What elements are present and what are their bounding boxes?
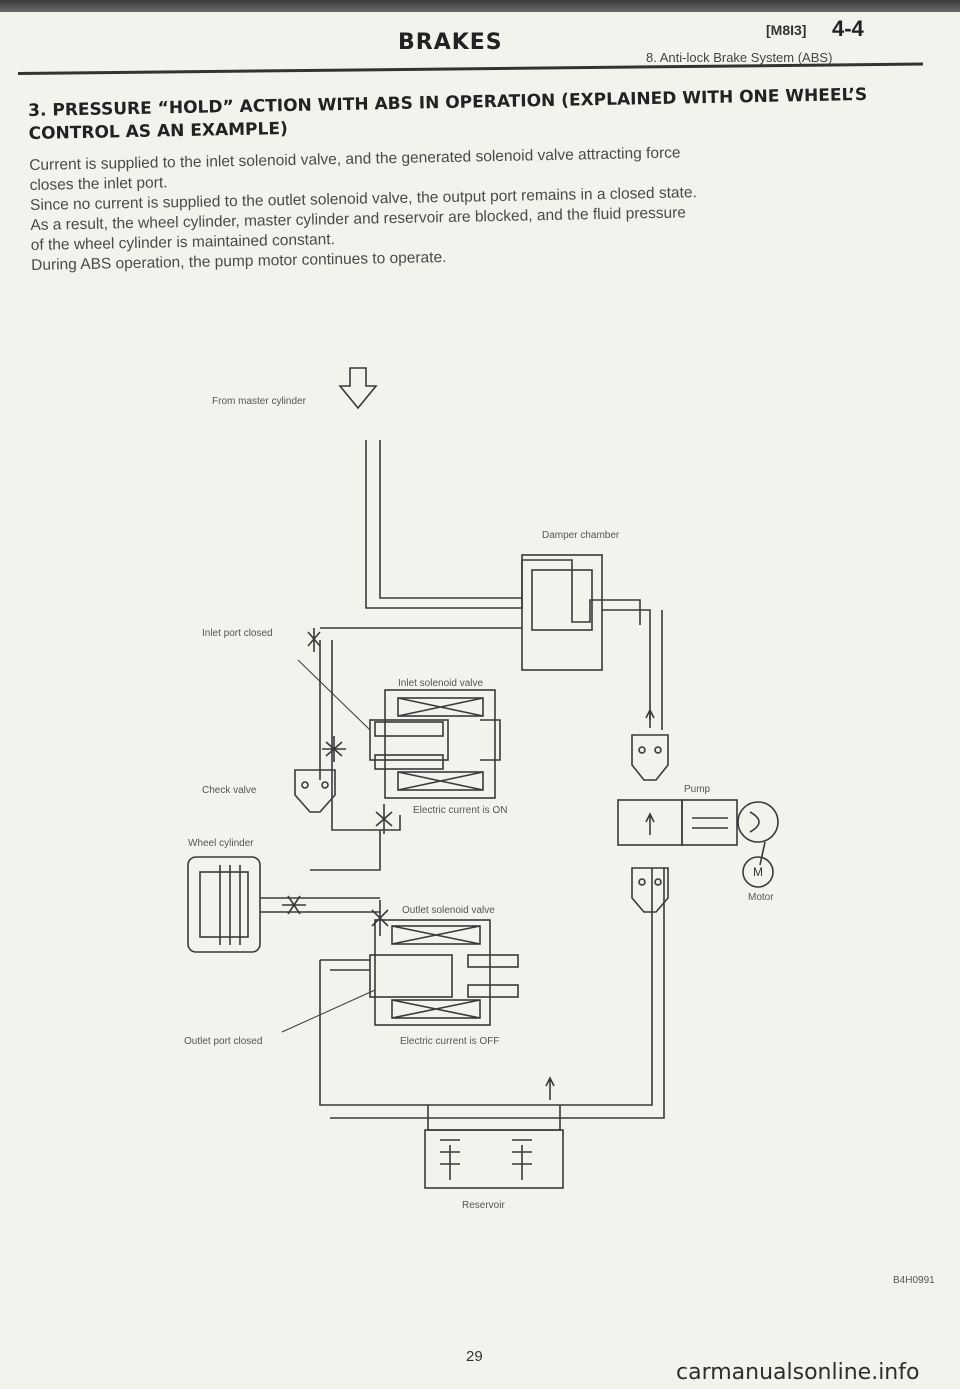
outlet-port-leader — [281, 989, 376, 1033]
header-code: [M8I3] — [766, 22, 807, 38]
pump-valve-ball-2 — [654, 746, 662, 754]
pump-cam-eccentric — [749, 811, 760, 833]
header-title: BRAKES — [398, 30, 503, 55]
wheel-cylinder-pipe — [260, 897, 380, 913]
wheel-cylinder-rods — [219, 865, 241, 945]
scan-top-edge — [0, 0, 960, 12]
label-reservoir: Reservoir — [462, 1200, 505, 1211]
outlet-winding-top — [467, 954, 519, 968]
diagram-drawing — [187, 367, 779, 1189]
reservoir-body — [424, 1129, 564, 1189]
check-valve-ball-right — [321, 781, 329, 789]
wheel-cylinder-body — [187, 856, 261, 953]
damper-chamber — [521, 554, 603, 671]
outlet-coil-bottom — [391, 999, 481, 1019]
label-current-on: Electric current is ON — [413, 805, 508, 816]
figure-code: B4H0991 — [893, 1275, 935, 1286]
pump-outlet-pipe — [602, 609, 663, 730]
label-current-off: Electric current is OFF — [400, 1036, 500, 1047]
pump-check-valve-top — [631, 734, 669, 781]
label-inlet-port-closed: Inlet port closed — [202, 628, 273, 639]
header-subtitle: 8. Anti-lock Brake System (ABS) — [646, 50, 833, 65]
motor-circle — [742, 856, 774, 888]
outlet-port-x-icon — [371, 900, 389, 936]
inlet-armature — [480, 719, 501, 761]
inlet-port-x-icon — [322, 736, 346, 762]
inlet-port-leader — [297, 659, 371, 731]
label-outlet-port-closed: Outlet port closed — [184, 1036, 263, 1047]
check-valve-ball-left — [301, 781, 309, 789]
pump-valve-ball-1 — [638, 746, 646, 754]
header-page-section: 4-4 — [832, 16, 864, 41]
inlet-feed-pipe-inner — [331, 640, 401, 831]
section-title: 3. PRESSURE “HOLD” ACTION WITH ABS IN OP… — [28, 83, 929, 146]
label-wheel-cylinder: Wheel cylinder — [188, 838, 254, 849]
supply-pipe-outer — [365, 440, 641, 625]
outlet-plunger — [369, 954, 453, 998]
pump-up-arrow-icon — [645, 708, 655, 728]
outlet-winding-bottom — [467, 984, 519, 998]
header-rule — [17, 62, 923, 75]
inlet-plunger — [369, 719, 449, 761]
damper-inner — [531, 569, 593, 631]
pump-piston-housing — [681, 799, 738, 846]
inlet-closed-x-icon — [307, 628, 321, 652]
wheel-branch-pipe — [310, 830, 381, 871]
pump-valve-ball-4 — [654, 878, 662, 886]
supply-pipe-inner — [379, 440, 522, 599]
outlet-solenoid-body — [374, 919, 491, 1026]
wheel-cylinder-piston — [199, 871, 249, 938]
pump-check-valve-bottom — [631, 867, 669, 913]
inlet-winding-top — [374, 721, 444, 737]
label-outlet-solenoid-valve: Outlet solenoid valve — [402, 905, 495, 916]
inlet-coil-bottom — [397, 771, 484, 791]
reservoir-spring-coils — [440, 1139, 532, 1165]
pump-flow-arrow-icon — [645, 812, 655, 835]
pump-valve-ball-3 — [638, 878, 646, 886]
label-motor-m: M — [753, 865, 763, 879]
motor-shaft — [759, 841, 766, 866]
pump-piston-lines — [692, 817, 728, 829]
pump-cam — [737, 801, 779, 843]
page-number: 29 — [466, 1348, 483, 1365]
return-pipe-right — [330, 868, 665, 1119]
watermark: carmanualsonline.info — [676, 1360, 920, 1385]
label-inlet-solenoid-valve: Inlet solenoid valve — [398, 678, 484, 689]
outlet-coil-top-cross — [391, 925, 481, 945]
reservoir-springs — [449, 1145, 523, 1180]
label-motor: Motor — [748, 892, 774, 903]
return-pipe-outer — [319, 868, 653, 1106]
inlet-feed-pipe — [319, 627, 522, 780]
check-valve — [294, 769, 336, 813]
label-from-master-cylinder: From master cylinder — [212, 396, 306, 407]
inlet-winding-bottom — [374, 754, 444, 770]
outlet-coil-top — [391, 925, 481, 945]
outlet-coil-bottom-cross — [391, 999, 481, 1019]
label-pump: Pump — [684, 784, 711, 795]
reservoir-flow-arrow-icon — [545, 1076, 555, 1100]
input-arrow-icon — [338, 367, 378, 410]
wheel-pipe-x-icon — [282, 895, 306, 915]
inlet-coil-top — [397, 697, 484, 717]
abs-hydraulic-diagram: From master cylinder Damper chamber Inle… — [170, 360, 810, 1220]
outlet-feed-pipe — [320, 959, 370, 971]
section-text: 3. PRESSURE “HOLD” ACTION WITH ABS IN OP… — [28, 83, 931, 276]
inlet-coil-top-cross — [397, 697, 484, 717]
label-damper-chamber: Damper chamber — [542, 530, 620, 541]
inlet-solenoid-body — [384, 689, 496, 799]
label-check-valve: Check valve — [202, 785, 257, 796]
current-on-x-icon — [375, 804, 393, 834]
inlet-coil-bottom-cross — [397, 771, 484, 791]
